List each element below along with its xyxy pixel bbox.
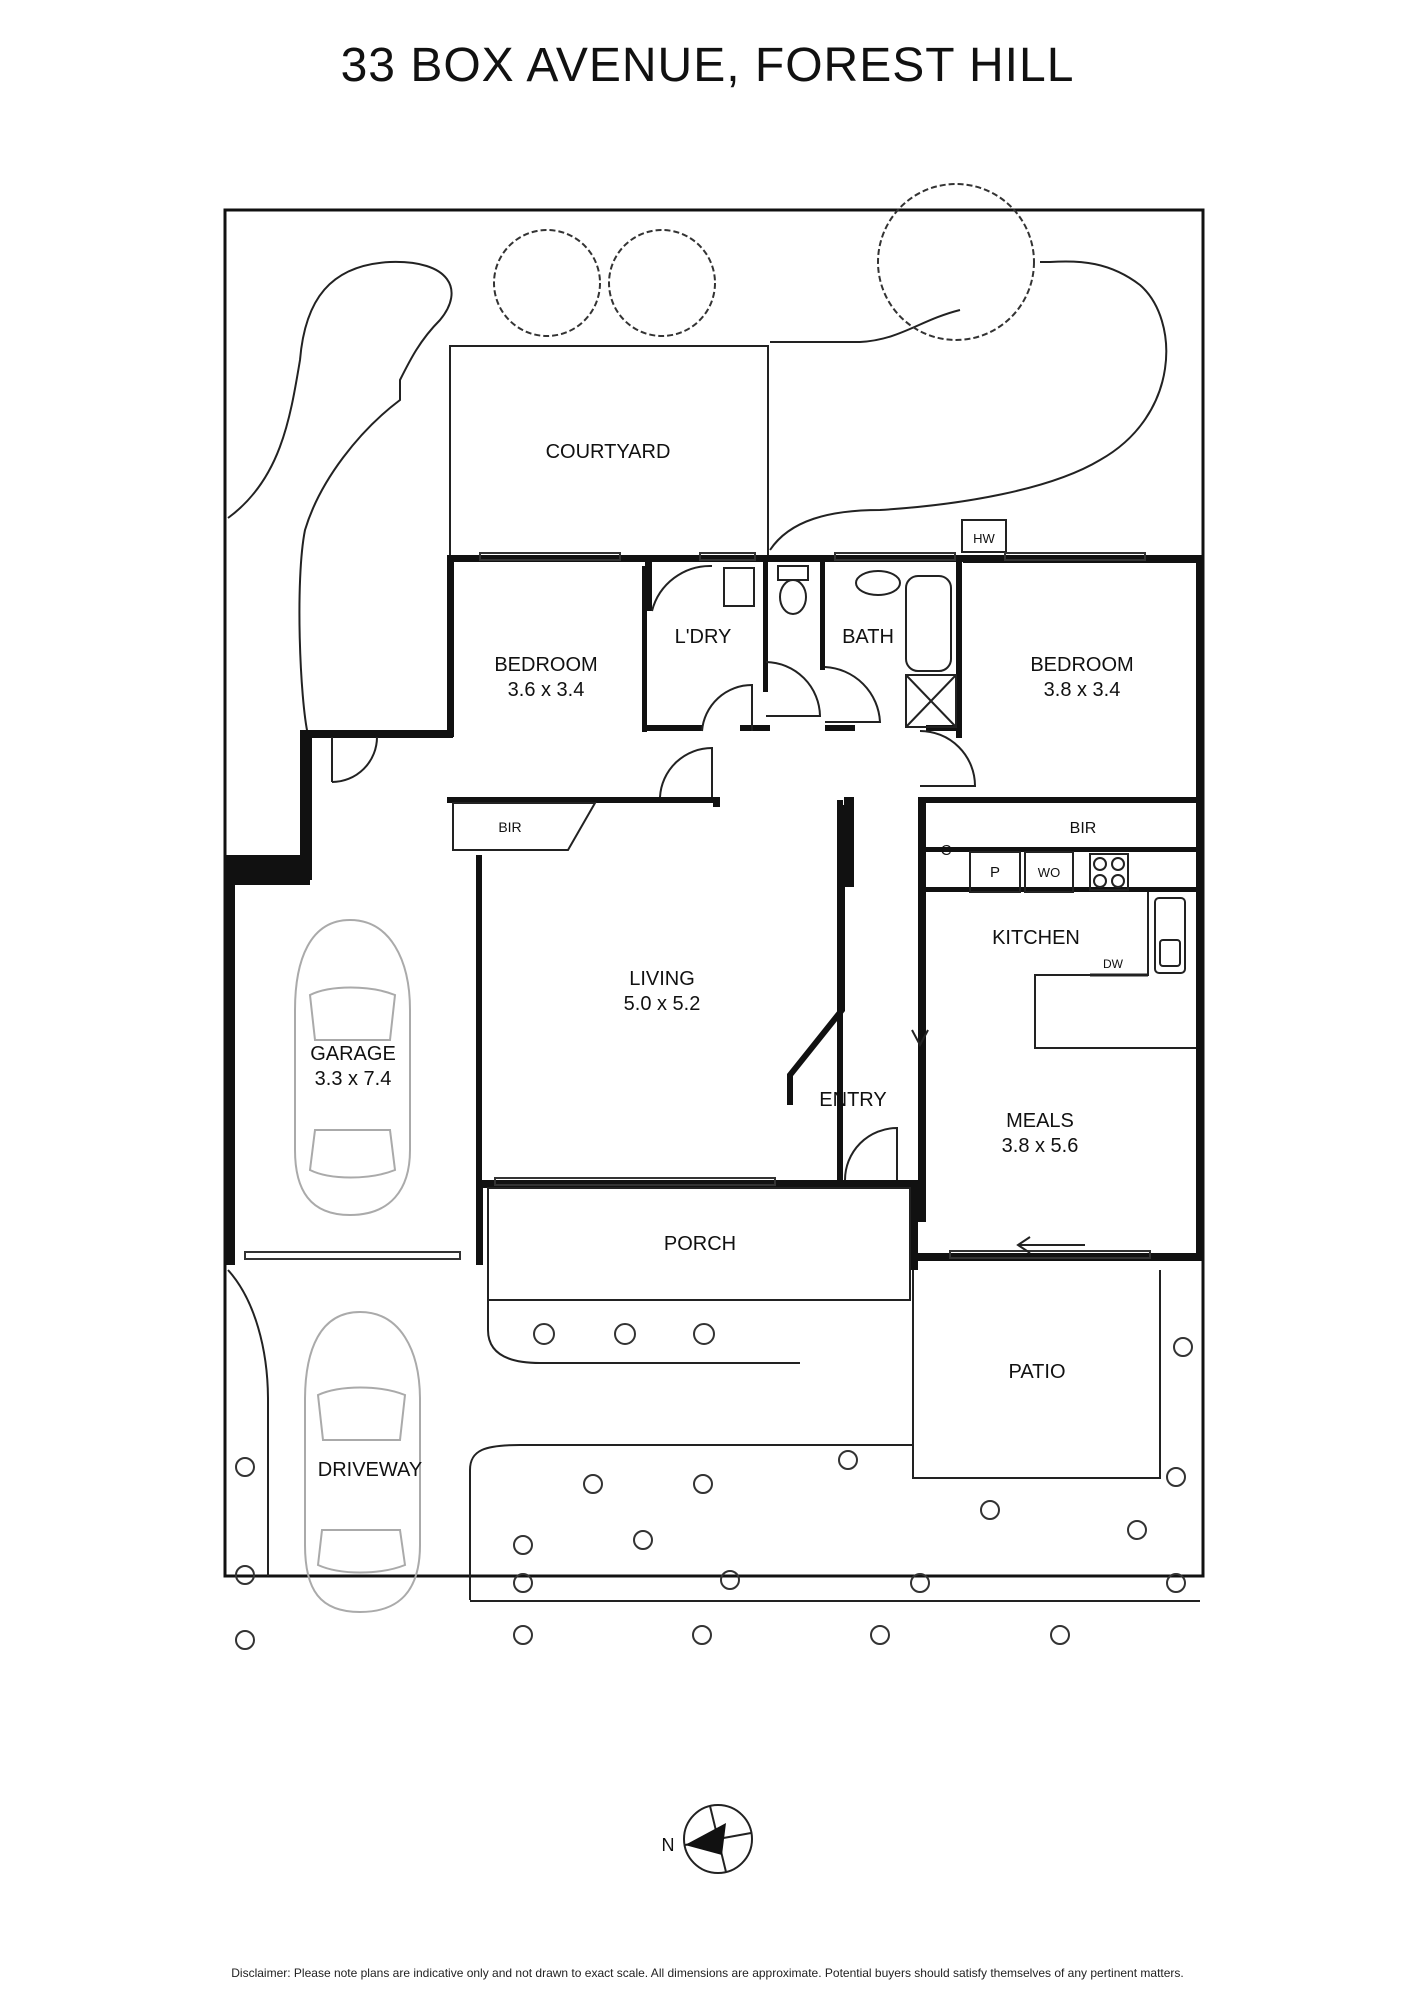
bir-2-label: BIR — [1070, 820, 1097, 837]
bedroom-2-door — [919, 730, 977, 787]
tree-icon — [493, 229, 601, 337]
sliding-door-arrow — [1016, 1236, 1085, 1254]
wall-oven-box — [1024, 851, 1074, 893]
garden-path-top — [770, 309, 961, 343]
bathtub-icon — [905, 575, 952, 672]
bedroom-2-name: BEDROOM — [1030, 654, 1133, 676]
compass-north-label: N — [662, 1835, 675, 1855]
entry-hall-arrow — [911, 1029, 929, 1048]
toilet-icon — [777, 565, 809, 615]
kitchen-bench — [1034, 892, 1196, 1049]
sink-icon — [1154, 897, 1186, 974]
laundry-door — [651, 564, 713, 612]
porch-outline — [487, 1187, 911, 1301]
cooktop-icon — [1089, 853, 1129, 891]
car-icon — [294, 918, 411, 1217]
living-name: LIVING — [629, 968, 695, 990]
wall-oven-label: WO — [1038, 865, 1060, 880]
basin-icon — [855, 570, 901, 596]
pantry-box — [969, 851, 1021, 893]
garage-name: GARAGE — [310, 1043, 396, 1065]
entry-door — [844, 1126, 898, 1181]
bedroom-1-name: BEDROOM — [494, 654, 597, 676]
laundry-tub-icon — [723, 567, 755, 607]
windows — [244, 552, 1151, 1260]
driveway-car-icon — [304, 1310, 421, 1614]
shrub-icon — [614, 1323, 636, 1345]
pantry-label: P — [990, 864, 1000, 881]
compass-icon — [683, 1804, 753, 1874]
porch-garden-bed — [487, 1300, 800, 1364]
living-angled-wall — [787, 805, 845, 1105]
patio-outline — [912, 1270, 1161, 1479]
dishwasher-label: DW — [1103, 957, 1124, 971]
shrub-icon — [693, 1323, 715, 1345]
driveway-label: DRIVEWAY — [318, 1459, 422, 1481]
driveway-edge-right — [469, 1444, 913, 1576]
bir-1-label: BIR — [498, 819, 521, 835]
patio-label: PATIO — [1008, 1361, 1065, 1383]
driveway-edge-left — [227, 1269, 269, 1576]
courtyard-outline — [449, 345, 769, 555]
disclaimer-text: Disclaimer: Please note plans are indica… — [231, 1966, 1184, 1980]
laundry-door-2 — [701, 683, 753, 732]
garden-path-left — [227, 260, 453, 736]
garden-shrubs — [235, 1337, 1193, 1650]
bath-door — [824, 666, 882, 723]
meals-name: MEALS — [1006, 1110, 1074, 1132]
cupboard-label: C — [941, 842, 952, 859]
toilet-door — [765, 661, 822, 717]
courtyard-label: COURTYARD — [546, 441, 671, 463]
bath-label: BATH — [842, 626, 894, 648]
bedroom-1-dims: 3.6 x 3.4 — [508, 679, 585, 701]
porch-label: PORCH — [664, 1233, 736, 1255]
tree-icon — [608, 229, 716, 337]
hot-water-unit — [961, 519, 1007, 553]
laundry-label: L'DRY — [675, 626, 732, 648]
bedroom-2-dims: 3.8 x 3.4 — [1044, 679, 1121, 701]
bedroom-1-door — [659, 746, 713, 798]
tree-icon — [877, 183, 1035, 341]
garage-dims: 3.3 x 7.4 — [315, 1068, 392, 1090]
bir-1-outline — [452, 802, 597, 851]
kitchen-label: KITCHEN — [992, 927, 1080, 949]
garden-path-right — [769, 260, 1168, 551]
entry-label: ENTRY — [819, 1089, 886, 1111]
living-dims: 5.0 x 5.2 — [624, 993, 701, 1015]
shrub-icon — [533, 1323, 555, 1345]
meals-dims: 3.8 x 5.6 — [1002, 1135, 1079, 1157]
garage-door — [331, 736, 378, 783]
plan-title: 33 BOX AVENUE, FOREST HILL — [340, 39, 1075, 92]
shower-icon — [905, 674, 957, 728]
hot-water-label: HW — [973, 531, 995, 546]
